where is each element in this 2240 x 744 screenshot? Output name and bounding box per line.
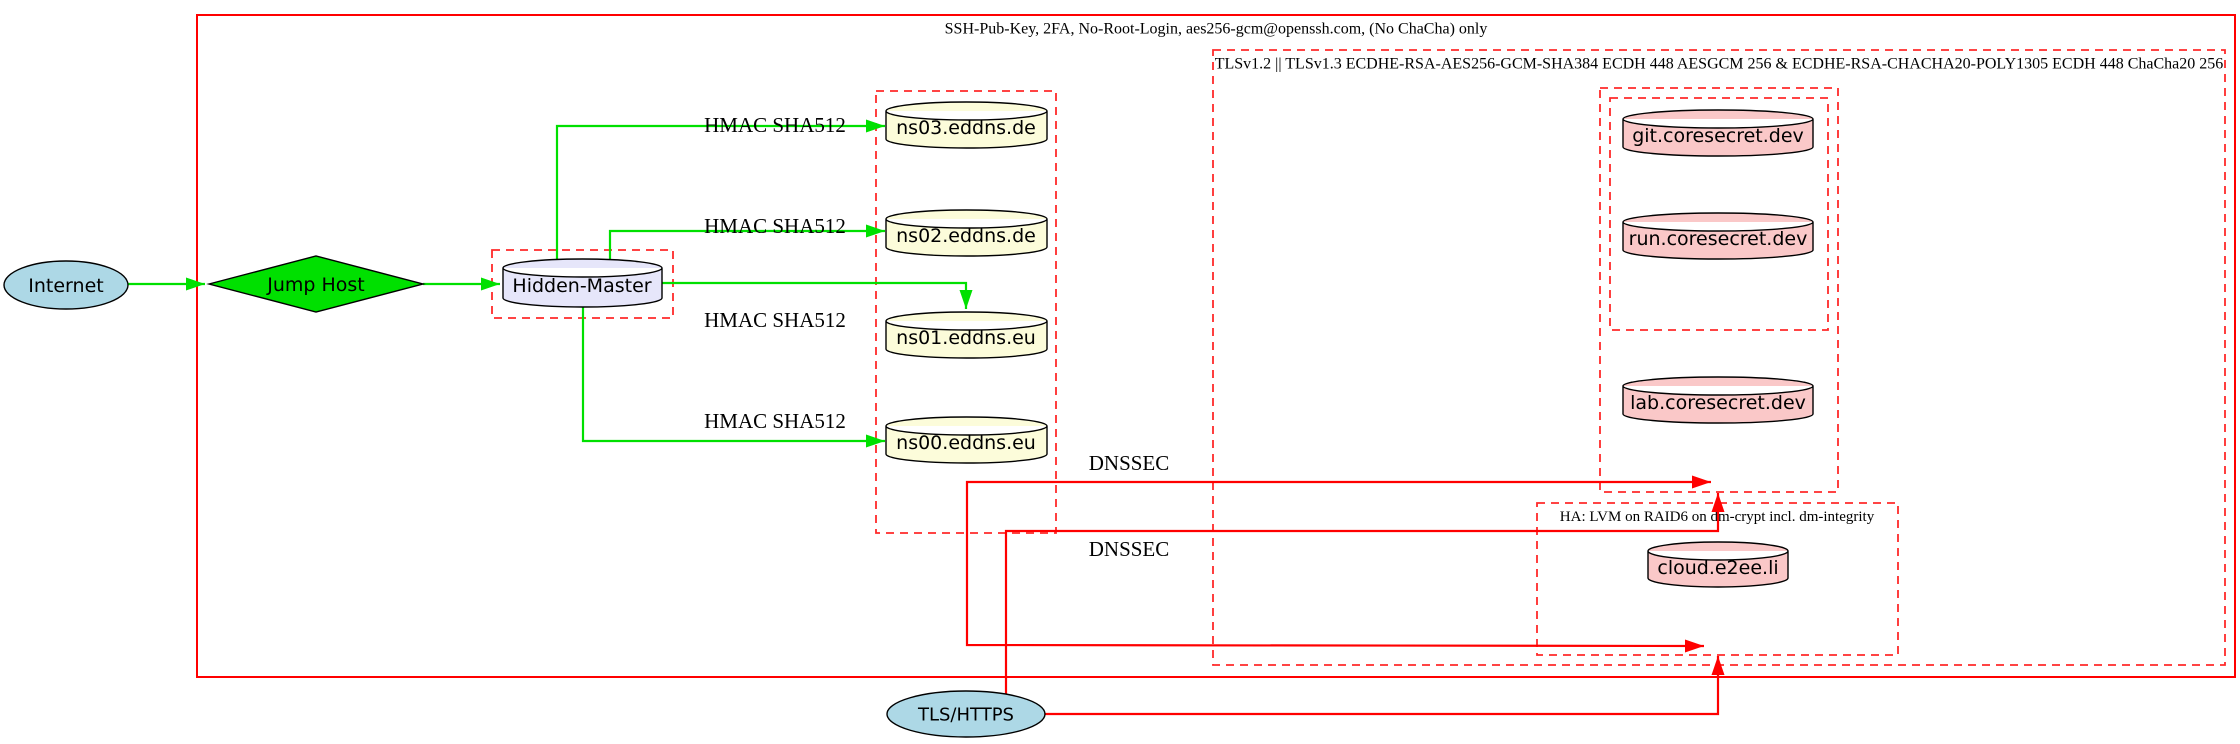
ns02-node: [885, 209, 1048, 257]
lab-coresecret-node: [1622, 376, 1814, 424]
jump-host-node: [206, 255, 426, 313]
ns01-node-label: ns01.eddns.eu: [896, 327, 1036, 349]
edge-hiddenmaster-to-ns03: [555, 119, 885, 260]
edge-tls-to-coresecret: [1004, 493, 1725, 694]
ssh-cluster-label: SSH-Pub-Key, 2FA, No-Root-Login, aes256-…: [945, 21, 1488, 38]
edge-label-hmac-ns03: HMAC SHA512: [704, 113, 846, 137]
ns02-node-label: ns02.eddns.de: [896, 225, 1036, 247]
run-coresecret-node-label: run.coresecret.dev: [1629, 228, 1808, 250]
run-coresecret-node: [1622, 212, 1814, 260]
ns03-node-label: ns03.eddns.de: [896, 117, 1036, 139]
git-coresecret-node-label: git.coresecret.dev: [1632, 125, 1804, 147]
edge-label-dnssec-ha: DNSSEC: [1089, 537, 1170, 561]
edge-dnssec-to-ha: [965, 532, 1705, 653]
ns00-node-label: ns00.eddns.eu: [896, 432, 1036, 454]
edge-label-hmac-ns01: HMAC SHA512: [704, 308, 846, 332]
lab-coresecret-node-label: lab.coresecret.dev: [1630, 392, 1806, 414]
edge-tls-to-ha: [1045, 656, 1725, 716]
hidden-master-node: [502, 258, 663, 308]
internet-node-label: Internet: [28, 275, 103, 297]
ha-cluster-box: [1536, 502, 1899, 656]
hidden-master-node-label: Hidden-Master: [512, 275, 651, 297]
git-coresecret-node: [1622, 109, 1814, 157]
edge-dnssec-to-coresecret: [965, 475, 1711, 532]
tls-cluster-label: TLSv1.2 || TLSv1.3 ECDHE-RSA-AES256-GCM-…: [1215, 56, 2224, 73]
edge-hiddenmaster-to-ns02: [608, 224, 885, 260]
edge-hiddenmaster-to-ns00: [581, 306, 885, 448]
nameservers-cluster-box: [875, 90, 1057, 534]
cloud-e2ee-node: [1647, 541, 1789, 588]
edge-label-dnssec-coresecret: DNSSEC: [1089, 451, 1170, 475]
tls-https-node-label: TLS/HTTPS: [917, 705, 1014, 726]
jump-host-node-label: Jump Host: [266, 274, 365, 296]
tls-https-node: [886, 690, 1046, 738]
edge-label-hmac-ns00: HMAC SHA512: [704, 409, 846, 433]
coresecret-inner-cluster-box: [1609, 97, 1829, 331]
coresecret-outer-cluster-box: [1599, 87, 1839, 493]
ns00-node: [885, 416, 1048, 464]
edge-hiddenmaster-to-ns01: [662, 281, 973, 309]
internet-node: [3, 260, 129, 310]
cloud-e2ee-node-label: cloud.e2ee.li: [1657, 557, 1778, 579]
ns01-node: [885, 311, 1048, 359]
ns03-node: [885, 101, 1048, 149]
ssh-cluster-box: [196, 14, 2236, 678]
edge-label-hmac-ns02: HMAC SHA512: [704, 214, 846, 238]
